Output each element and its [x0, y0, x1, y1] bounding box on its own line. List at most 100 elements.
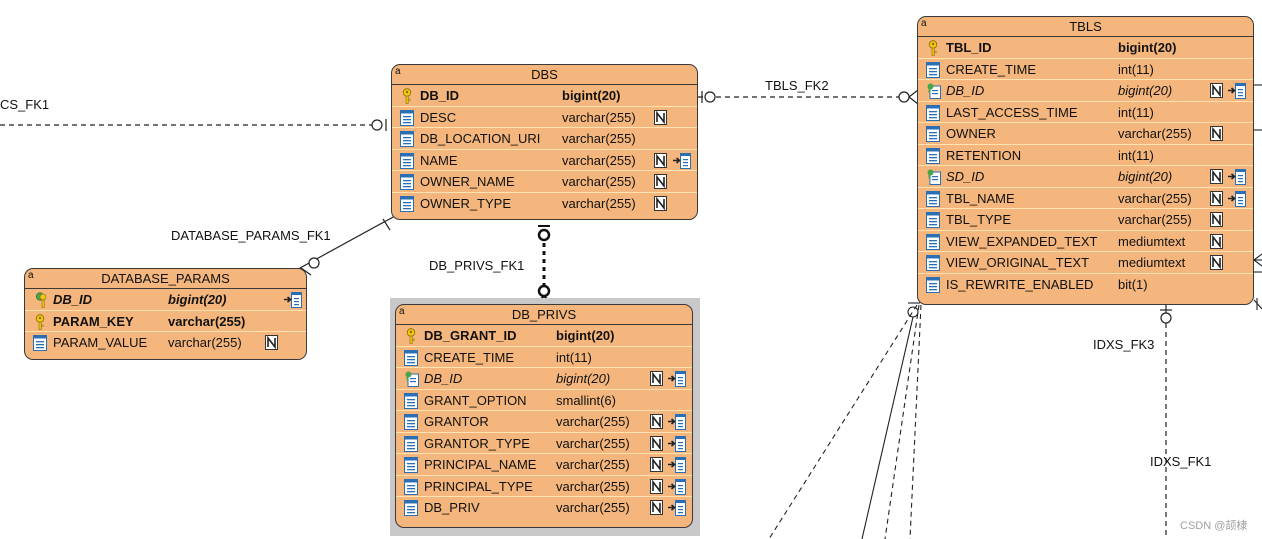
- table-marker-icon: a: [921, 18, 927, 29]
- column-row[interactable]: OWNER_TYPE varchar(255): [392, 193, 697, 215]
- column-name: SD_ID: [946, 169, 985, 184]
- column-name: DB_PRIV: [424, 500, 480, 515]
- column-icon: [400, 131, 414, 147]
- column-type: bigint(20): [1118, 169, 1173, 184]
- column-type: varchar(255): [562, 131, 636, 146]
- column-row[interactable]: DESC varchar(255): [392, 107, 697, 128]
- column-name: DB_ID: [53, 292, 93, 307]
- column-row[interactable]: DB_ID bigint(20): [25, 289, 306, 311]
- foreign-key-icon: [404, 371, 419, 387]
- tbls-fk2-line[interactable]: [698, 89, 919, 105]
- column-type: smallint(6): [556, 392, 616, 408]
- column-type: bigint(20): [1118, 40, 1177, 55]
- column-type: varchar(255): [562, 195, 636, 211]
- column-row[interactable]: TBL_NAME varchar(255): [918, 188, 1253, 209]
- not-null-icon: [650, 500, 663, 515]
- column-icon: [926, 61, 940, 78]
- column-name: TBL_ID: [946, 40, 992, 55]
- column-name: OWNER_TYPE: [420, 195, 512, 211]
- column-row[interactable]: TBL_ID bigint(20): [918, 37, 1253, 59]
- tbls-fk2-label: TBLS_FK2: [765, 78, 829, 93]
- table-marker-icon: a: [399, 306, 405, 317]
- column-type: varchar(255): [562, 174, 636, 189]
- index-icon: [673, 152, 691, 169]
- entity-tbls-title: TBLS: [1069, 19, 1102, 34]
- column-icon: [926, 147, 940, 164]
- column-type: varchar(255): [556, 414, 630, 429]
- column-type: varchar(255): [562, 152, 636, 168]
- not-null-icon: [1210, 83, 1223, 98]
- idxs-fk1-label: IDXS_FK1: [1150, 454, 1212, 469]
- not-null-icon: [1210, 255, 1223, 270]
- index-icon: [668, 414, 686, 430]
- column-name: TBL_NAME: [946, 190, 1015, 206]
- tbls-right-lines[interactable]: [1253, 84, 1262, 310]
- column-type: int(11): [1118, 147, 1154, 163]
- column-type: varchar(255): [562, 109, 636, 125]
- idxs-fk3-line[interactable]: [1160, 305, 1172, 539]
- column-row[interactable]: SD_ID bigint(20): [918, 166, 1253, 188]
- column-name: PARAM_KEY: [53, 313, 134, 329]
- column-name: DB_ID: [420, 88, 460, 103]
- table-marker-icon: a: [28, 270, 34, 281]
- not-null-icon: [654, 109, 667, 125]
- column-icon: [404, 414, 418, 430]
- column-type: int(11): [1118, 61, 1154, 77]
- column-icon: [404, 457, 418, 473]
- not-null-icon: [650, 435, 663, 451]
- column-type: varchar(255): [556, 478, 630, 494]
- column-icon: [926, 126, 940, 142]
- column-name: DESC: [420, 109, 457, 125]
- column-name: DB_GRANT_ID: [424, 328, 517, 343]
- primary-key-icon: [404, 328, 418, 344]
- foreign-key-icon: [926, 169, 941, 185]
- column-type: varchar(255): [556, 435, 630, 451]
- db-privs-fk1-line[interactable]: [536, 225, 552, 304]
- column-icon: [33, 335, 47, 351]
- cs-fk1-line[interactable]: [0, 119, 387, 131]
- column-type: varchar(255): [1118, 190, 1192, 206]
- not-null-icon: [1210, 190, 1223, 206]
- column-name: DB_ID: [946, 83, 985, 98]
- column-type: bigint(20): [168, 292, 227, 307]
- not-null-icon: [1210, 212, 1223, 227]
- index-icon: [284, 292, 302, 308]
- not-null-icon: [1210, 169, 1223, 184]
- database-params-fk1-line[interactable]: [299, 215, 396, 280]
- not-null-icon: [265, 335, 278, 350]
- column-name: TBL_TYPE: [946, 212, 1012, 227]
- column-type: mediumtext: [1118, 233, 1186, 249]
- tbls-lower-lines[interactable]: [768, 302, 922, 539]
